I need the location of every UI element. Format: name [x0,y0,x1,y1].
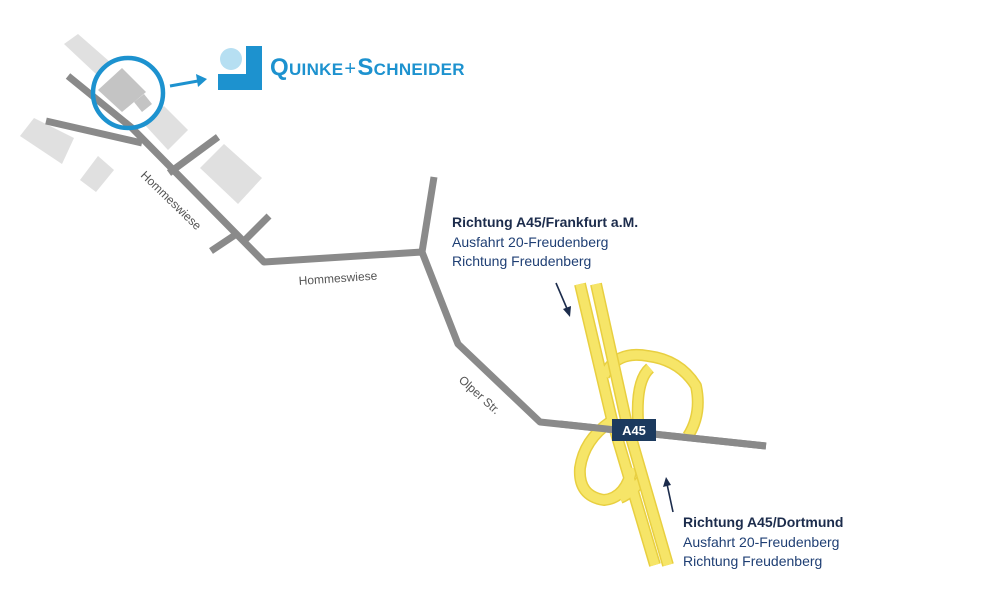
direction-title: Richtung A45/Dortmund [683,514,844,530]
pointer-arrow-icon [169,74,207,88]
street-olper-north [418,176,438,253]
street-spur [166,134,221,176]
street-label-hommeswiese-diagonal: Hommeswiese [138,168,205,233]
directions-frankfurt: Richtung A45/Frankfurt a.M. Ausfahrt 20-… [452,213,638,272]
company-building-annex [134,94,152,112]
company-logo: QUINKE+SCHNEIDER [218,46,465,90]
logo-text: QUINKE+SCHNEIDER [270,54,465,81]
buildings [20,34,262,204]
direction-target: Richtung Freudenberg [683,553,823,569]
street-bridge [559,420,767,450]
building [64,34,110,74]
directions-dortmund: Richtung A45/Dortmund Ausfahrt 20-Freude… [683,513,843,572]
arrow-north-icon [666,483,674,513]
building [20,118,74,164]
direction-exit: Ausfahrt 20-Freudenberg [683,533,840,550]
company-building [98,68,146,112]
arrow-south-head-icon [563,306,571,317]
a45-shield [612,419,656,441]
arrow-south-icon [555,282,569,312]
a45-shield-label: A45 [622,423,646,438]
building [80,156,114,192]
street-side [45,117,143,147]
direction-exit: Ausfahrt 20-Freudenberg [452,233,609,250]
direction-arrows [555,282,674,513]
street-label-hommeswiese-horizontal: Hommeswiese [298,269,378,288]
arrow-north-head-icon [663,477,671,487]
building [200,144,262,204]
logo-mark-icon [218,46,262,90]
street-spur [240,213,272,245]
direction-target: Richtung Freudenberg [452,253,592,269]
location-marker-icon [90,55,166,131]
street-spur [209,230,240,254]
direction-title: Richtung A45/Frankfurt a.M. [452,214,639,230]
